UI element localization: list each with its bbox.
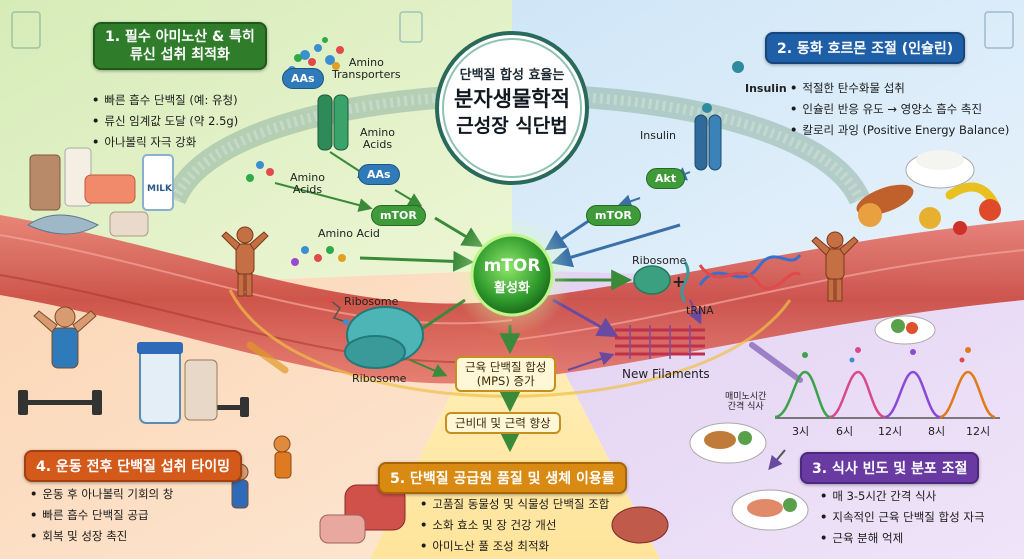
- hub-label-2: 활성화: [494, 281, 530, 296]
- center-title-line2: 분자생물학적: [454, 87, 570, 111]
- label-ribosome-left-top: Ribosome: [344, 295, 399, 308]
- list-item: 아미노산 풀 조성 최적화: [420, 538, 609, 554]
- label-plus: +: [672, 272, 686, 291]
- label-milk: MILK: [147, 184, 173, 194]
- list-item: 류신 임계값 도달 (약 2.5g): [92, 113, 238, 129]
- meal-tick-2: 6시: [836, 425, 854, 438]
- label-amino-transporters: Amino Transporters: [332, 56, 401, 81]
- section-4-title: 4. 운동 전후 단백질 섭취 타이밍: [24, 450, 242, 482]
- list-item: 운동 후 아나볼릭 기회의 창: [30, 486, 173, 502]
- list-item: 지속적인 근육 단백질 합성 자극: [820, 509, 984, 525]
- section-1-title: 1. 필수 아미노산 & 특히 류신 섭취 최적화: [93, 22, 267, 70]
- meal-interval-line2: 간격 식사: [727, 402, 764, 412]
- label-amino-acid: Amino Acid: [318, 227, 380, 240]
- section-3-title: 3. 식사 빈도 및 분포 조절: [800, 452, 980, 484]
- growth-box: 근비대 및 근력 향상: [445, 412, 561, 434]
- meal-tick-1: 3시: [792, 425, 810, 438]
- meal-tick-3: 12시: [878, 425, 903, 438]
- meal-interval-line1: 매미노시간: [725, 392, 767, 402]
- chip-mtor-right: mTOR: [586, 205, 641, 226]
- label-trna: tRNA: [686, 304, 714, 317]
- label-insulin-2: Insulin: [640, 129, 677, 142]
- meal-tick-4: 8시: [928, 425, 946, 438]
- label-ribosome-right: Ribosome: [632, 254, 687, 267]
- mps-line1: 근육 단백질 합성: [465, 360, 547, 374]
- label-amino-acids-2: Amino Acids: [290, 171, 325, 196]
- meal-interval-label: 매미노시간 간격 식사: [725, 392, 766, 412]
- section-5-title: 5. 단백질 공급원 품질 및 생체 이용률: [378, 462, 627, 494]
- list-item: 회복 및 성장 촉진: [30, 528, 173, 544]
- list-item: 고품질 동물성 및 식물성 단백질 조합: [420, 496, 609, 512]
- center-title-line1: 단백질 합성 효율는: [459, 68, 565, 83]
- label-amino-acids-1: Amino Acids: [360, 126, 395, 151]
- list-item: 빠른 흡수 단백질 (예: 유청): [92, 92, 238, 108]
- section-2-bullets: 적절한 탄수화물 섭취 인슐린 반응 유도 → 영양소 흡수 촉진 칼로리 과잉…: [790, 80, 1009, 143]
- label-insulin-1: Insulin: [745, 82, 787, 95]
- list-item: 적절한 탄수화물 섭취: [790, 80, 1009, 96]
- section-1-title-line1: 1. 필수 아미노산 & 특히: [105, 29, 255, 45]
- label-ribosome-left-bottom: Ribosome: [352, 372, 407, 385]
- chip-mtor-left: mTOR: [371, 205, 426, 226]
- section-5-bullets: 고품질 동물성 및 식물성 단백질 조합 소화 효소 및 장 건강 개선 아미노…: [420, 496, 609, 559]
- center-title-line3: 근성장 식단법: [456, 115, 568, 137]
- section-1-bullets: 빠른 흡수 단백질 (예: 유청) 류신 임계값 도달 (약 2.5g) 아나볼…: [92, 92, 238, 155]
- list-item: 소화 효소 및 장 건강 개선: [420, 517, 609, 533]
- section-4-bullets: 운동 후 아나볼릭 기회의 창 빠른 흡수 단백질 공급 회복 및 성장 촉진: [30, 486, 173, 549]
- hub-label-1: mTOR: [483, 256, 541, 276]
- list-item: 빠른 흡수 단백질 공급: [30, 507, 173, 523]
- chip-aas-1: AAs: [282, 68, 324, 89]
- list-item: 아나볼릭 자극 강화: [92, 134, 238, 150]
- label-new-filaments: New Filaments: [622, 367, 710, 381]
- list-item: 인슐린 반응 유도 → 영양소 흡수 촉진: [790, 101, 1009, 117]
- mps-box: 근육 단백질 합성 (MPS) 증가: [455, 356, 557, 392]
- list-item: 근육 분해 억제: [820, 530, 985, 546]
- section-3-bullets: 매 3-5시간 간격 식사 지속적인 근육 단백질 합성 자극 근육 분해 억제: [820, 488, 985, 551]
- chip-aas-2: AAs: [358, 164, 400, 185]
- mps-line2: (MPS) 증가: [476, 374, 535, 388]
- list-item: 칼로리 과잉 (Positive Energy Balance): [790, 122, 1009, 138]
- list-item: 매 3-5시간 간격 식사: [820, 488, 985, 504]
- section-2-title: 2. 동화 호르몬 조절 (인슐린): [765, 32, 966, 64]
- chip-akt: Akt: [646, 168, 686, 189]
- meal-tick-5: 12시: [966, 425, 991, 438]
- section-1-title-line2: 류신 섭취 최적화: [129, 47, 230, 63]
